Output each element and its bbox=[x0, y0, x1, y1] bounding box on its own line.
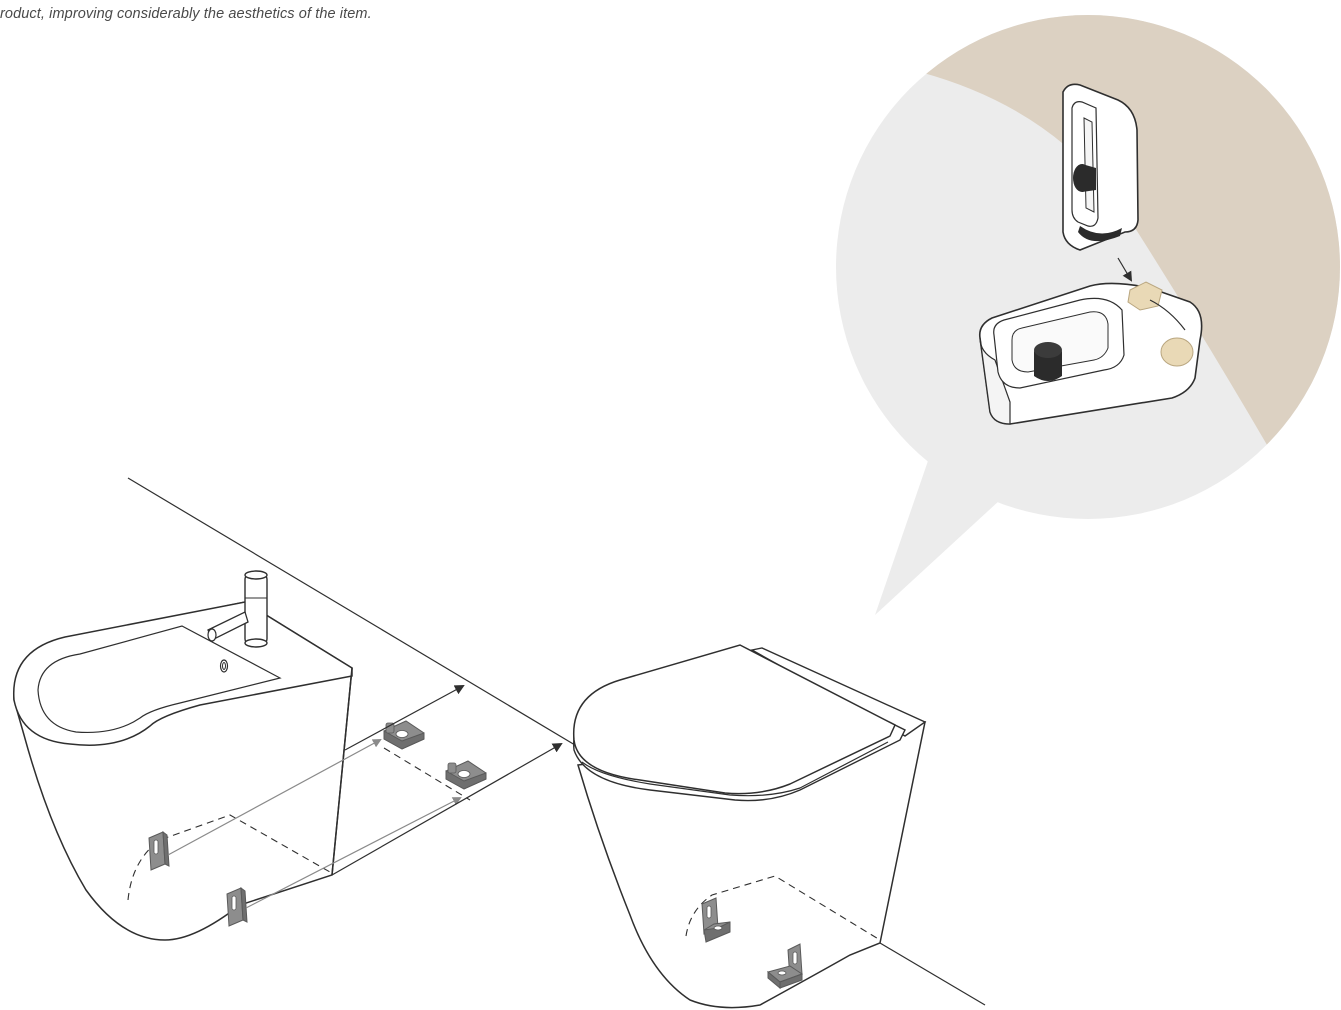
placement-arrows bbox=[331, 685, 563, 876]
transfer-arrows bbox=[167, 739, 462, 909]
bracket-guide-dashed bbox=[383, 747, 471, 801]
wall-bracket-lower bbox=[445, 760, 487, 790]
bidet-icon bbox=[13, 570, 353, 941]
hinge-detail-bubble bbox=[836, 15, 1340, 615]
toilet-bracket-left bbox=[701, 897, 731, 943]
bidet-bracket-right bbox=[226, 887, 248, 927]
toilet-bracket-right bbox=[766, 943, 804, 990]
caption-text: roduct, improving considerably the aesth… bbox=[0, 6, 372, 22]
toilet-icon bbox=[572, 644, 927, 1009]
wall-line bbox=[127, 477, 986, 1006]
bidet-bracket-left bbox=[148, 831, 170, 871]
hinge-detail-icon bbox=[978, 83, 1203, 425]
